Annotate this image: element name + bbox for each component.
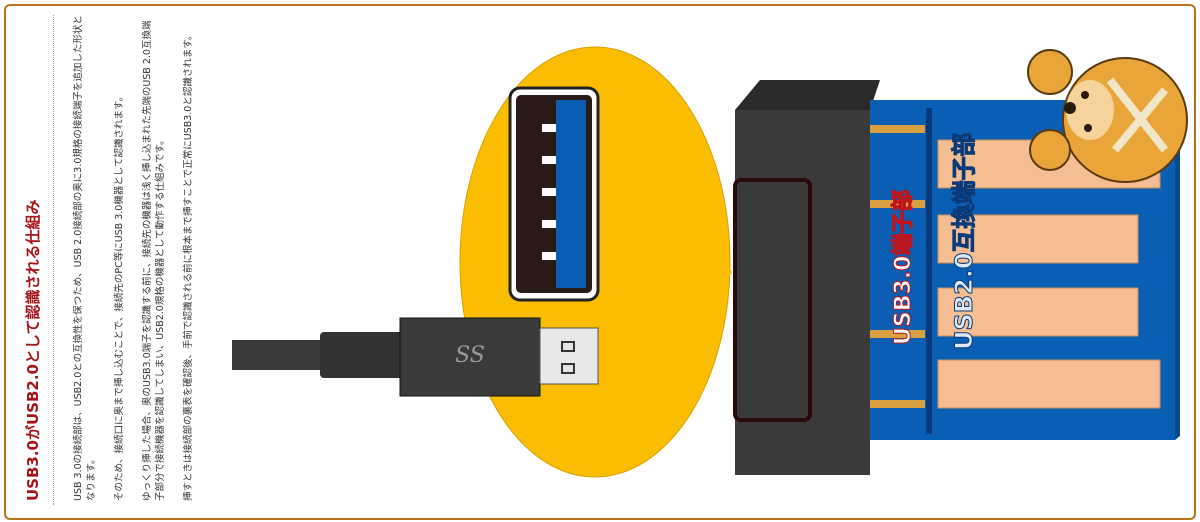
superspeed-logo: SS — [455, 343, 485, 368]
usb-cable-plug: SS — [232, 317, 599, 397]
content-frame — [4, 4, 1196, 520]
usb3-terminal-label: USB3.0端子部 — [890, 190, 916, 345]
usb3-port-icon — [508, 86, 600, 302]
usb-connector-closeup: USB3.0端子部 USB2.0互換端子部 — [733, 80, 1180, 475]
bear-mascot-icon — [1027, 49, 1188, 183]
usb2-terminal-label: USB2.0互換端子部 — [950, 132, 978, 350]
